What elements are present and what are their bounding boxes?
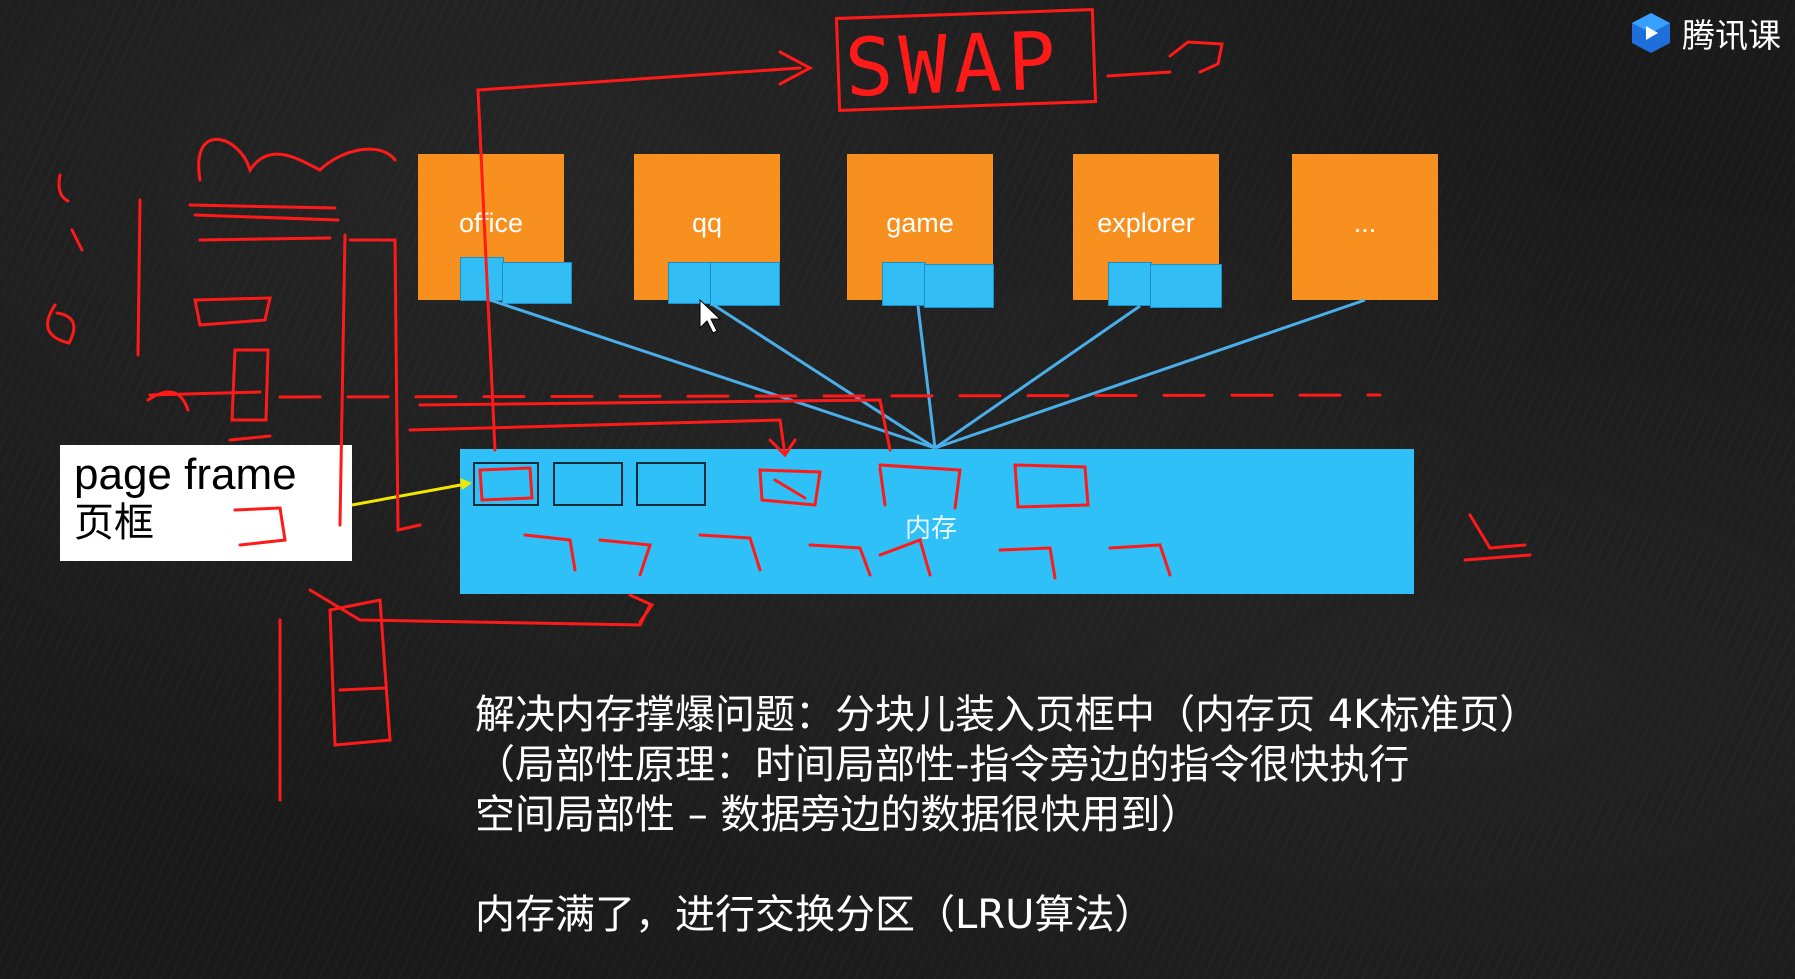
app-label: qq (691, 208, 723, 238)
page-block (710, 262, 780, 306)
scribble-frame-fill (478, 466, 534, 502)
page-block (882, 262, 926, 306)
mouse-cursor-icon (699, 298, 722, 334)
app-label: explorer (1097, 208, 1195, 238)
swap-scribble (1106, 40, 1224, 78)
scribble-column (338, 233, 422, 532)
page-frame-pointer-arrow (351, 478, 472, 507)
scribble-top (197, 137, 397, 182)
page-block (460, 257, 504, 301)
brand-name: 腾讯课 (1682, 16, 1781, 55)
scribble-bottom-stack (278, 598, 392, 802)
note-line: （局部性原理：时间局部性-指令旁边的指令很快执行 (475, 742, 1410, 788)
swap-box (834, 8, 1098, 112)
page-block (924, 264, 994, 308)
scribble-page (758, 468, 822, 507)
page-frame-slot (553, 462, 623, 506)
app-label: game (886, 208, 954, 238)
note-line: 空间局部性 – 数据旁边的数据很快用到） (475, 792, 1201, 838)
page-mapping-lines (489, 298, 1366, 450)
page-block (1150, 264, 1222, 308)
note-spacer (475, 840, 1539, 890)
app-label: ... (1353, 208, 1377, 238)
dashed-divider (278, 393, 1382, 399)
scribble-right (1463, 513, 1532, 562)
mapping-line (489, 298, 936, 450)
mapping-line (934, 304, 1141, 450)
scribble-box (146, 390, 262, 412)
mapping-line (711, 302, 936, 450)
scribble-vertical (136, 198, 142, 357)
mapping-line (934, 298, 1366, 450)
mapping-line (916, 305, 937, 449)
handwritten-annotations (46, 8, 1532, 802)
page-frame-slot (636, 462, 706, 506)
scribble-card (233, 506, 287, 547)
swap-in-arrow-2 (418, 398, 892, 452)
memory-bar (460, 449, 1414, 594)
scribble-box (193, 296, 272, 327)
app-label: office (458, 208, 524, 238)
page-block (1108, 262, 1152, 306)
scribble-memory-pages (523, 533, 1172, 580)
notes-block: 解决内存撑爆问题：分块儿装入页框中（内存页 4K标准页） （局部性原理：时间局部… (475, 690, 1539, 940)
scribble-stack (228, 348, 272, 442)
page-block (668, 262, 712, 304)
scribble-left-marks (46, 173, 84, 345)
app-box-more: ... (1292, 154, 1438, 300)
swap-out-arrow (476, 50, 814, 452)
swap-in-arrow (408, 418, 797, 458)
bottom-arrow (308, 588, 655, 627)
tencent-classroom-play-icon (1632, 13, 1670, 53)
page-block (502, 262, 572, 304)
scribble-lines (188, 203, 340, 242)
scribble-page (1013, 463, 1090, 509)
scribble-page (878, 463, 962, 510)
page-frame-card: page frame 页框 (60, 445, 352, 561)
page-frame-subtitle: 页框 (74, 500, 154, 546)
brand-logo: 腾讯课 (1628, 8, 1795, 58)
page-frame-slot (473, 462, 539, 506)
memory-label: 内存 (905, 514, 958, 544)
note-line: 解决内存撑爆问题：分块儿装入页框中（内存页 4K标准页） (475, 692, 1540, 738)
note-line: 内存满了，进行交换分区（LRU算法） (475, 892, 1155, 938)
page-frame-title: page frame (74, 450, 297, 499)
